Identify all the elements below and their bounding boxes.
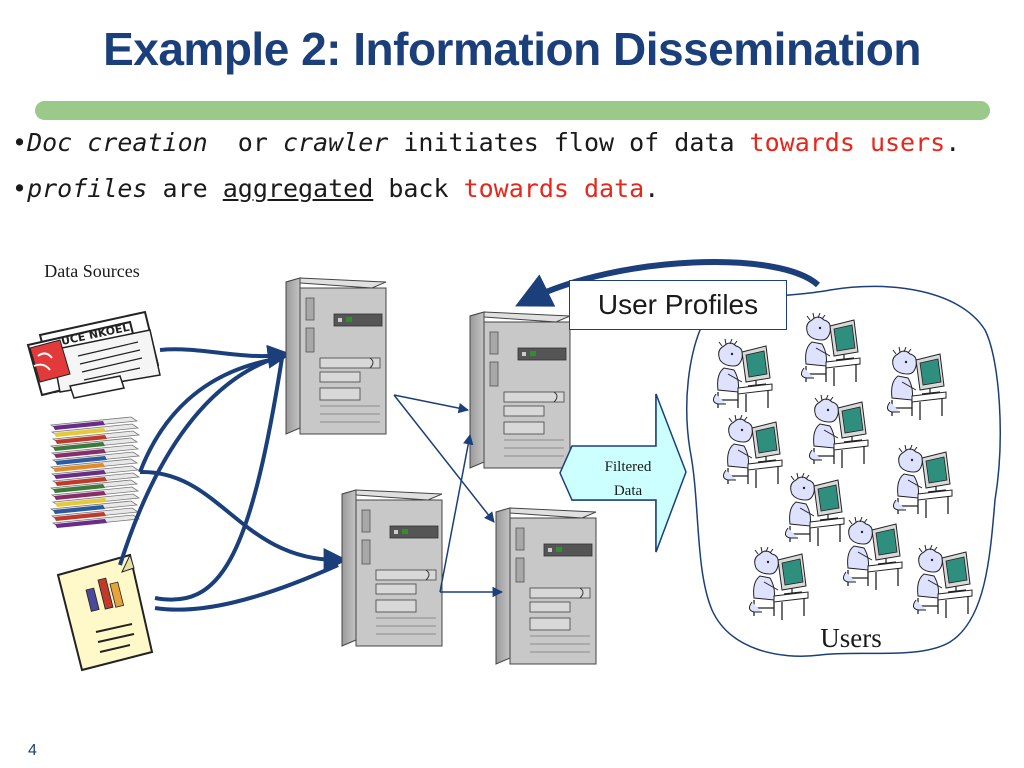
user-at-computer-icon bbox=[808, 394, 869, 469]
slide-number: 4 bbox=[28, 742, 37, 759]
bullet-1: •Doc creation or crawler initiates flow … bbox=[12, 128, 1012, 174]
bullet-marker: • bbox=[12, 174, 28, 203]
bullet-2: •profiles are aggregated back towards da… bbox=[12, 174, 1012, 220]
book-spine bbox=[54, 449, 106, 458]
user-at-computer-icon bbox=[892, 444, 953, 519]
bullet-list: •Doc creation or crawler initiates flow … bbox=[12, 128, 1012, 220]
user-at-computer-icon bbox=[784, 472, 845, 547]
book-spine bbox=[55, 477, 107, 486]
bullet-1-part-5: towards users bbox=[749, 128, 946, 157]
server-tower-icon bbox=[341, 489, 443, 647]
user-profiles-arrow bbox=[515, 259, 821, 307]
user-at-computer-icon bbox=[912, 544, 973, 619]
bullet-1-part-6: . bbox=[945, 128, 961, 157]
book-spine bbox=[54, 491, 106, 500]
slide-title: Example 2: Information Dissemination bbox=[103, 23, 921, 75]
user-profiles-box: User Profiles bbox=[569, 280, 787, 330]
filtered-data-label-line1: Filtered bbox=[605, 459, 652, 475]
newspaper-icon: UCE NKOEL bbox=[26, 310, 161, 399]
title-divider bbox=[35, 101, 990, 120]
book-spine bbox=[53, 421, 105, 430]
bullet-2-part-1: profiles bbox=[27, 174, 148, 203]
bullet-2-part-2: are bbox=[147, 174, 223, 203]
server-tower-icon bbox=[285, 277, 387, 435]
book-spine bbox=[55, 456, 107, 465]
source-connectors bbox=[118, 344, 348, 612]
data-sources-label: Data Sources bbox=[44, 261, 139, 281]
bullet-1-part-1: Doc creation bbox=[27, 128, 208, 157]
book-spine bbox=[53, 484, 105, 493]
user-at-computer-icon bbox=[722, 414, 783, 489]
server-tower-icon bbox=[469, 311, 571, 469]
book-spine bbox=[54, 512, 106, 521]
bullet-2-part-4: back bbox=[373, 174, 464, 203]
book-spine bbox=[53, 463, 105, 472]
user-at-computer-icon bbox=[886, 346, 947, 421]
book-spine bbox=[55, 519, 107, 528]
bullet-1-part-4: initiates flow of data bbox=[388, 128, 750, 157]
user-at-computer-icon bbox=[842, 516, 903, 591]
bullet-2-part-3: aggregated bbox=[222, 174, 374, 203]
book-spine bbox=[53, 442, 105, 451]
bullet-1-part-3: crawler bbox=[282, 128, 389, 157]
book-stack-icon bbox=[49, 416, 141, 528]
bullet-2-part-5: towards data bbox=[463, 174, 645, 203]
filtered-data-arrow-shape bbox=[559, 393, 687, 553]
report-document-icon bbox=[56, 553, 154, 672]
bullet-1-part-2: or bbox=[207, 128, 283, 157]
bullet-2-part-6: . bbox=[644, 174, 660, 203]
users-label: Users bbox=[820, 623, 882, 653]
book-spine bbox=[53, 505, 105, 514]
user-at-computer-icon bbox=[712, 338, 773, 413]
filtered-data-label-line2: Data bbox=[614, 483, 643, 499]
user-at-computer-icon bbox=[800, 312, 861, 387]
server-tower-icon bbox=[495, 507, 597, 665]
book-spine bbox=[54, 470, 106, 479]
book-spine bbox=[55, 498, 107, 507]
bullet-marker: • bbox=[12, 128, 28, 157]
user-at-computer-icon bbox=[748, 546, 809, 621]
book-spine bbox=[55, 435, 107, 444]
book-spine bbox=[54, 428, 106, 437]
server-connectors bbox=[393, 394, 504, 598]
users-group-boundary bbox=[686, 285, 1001, 657]
